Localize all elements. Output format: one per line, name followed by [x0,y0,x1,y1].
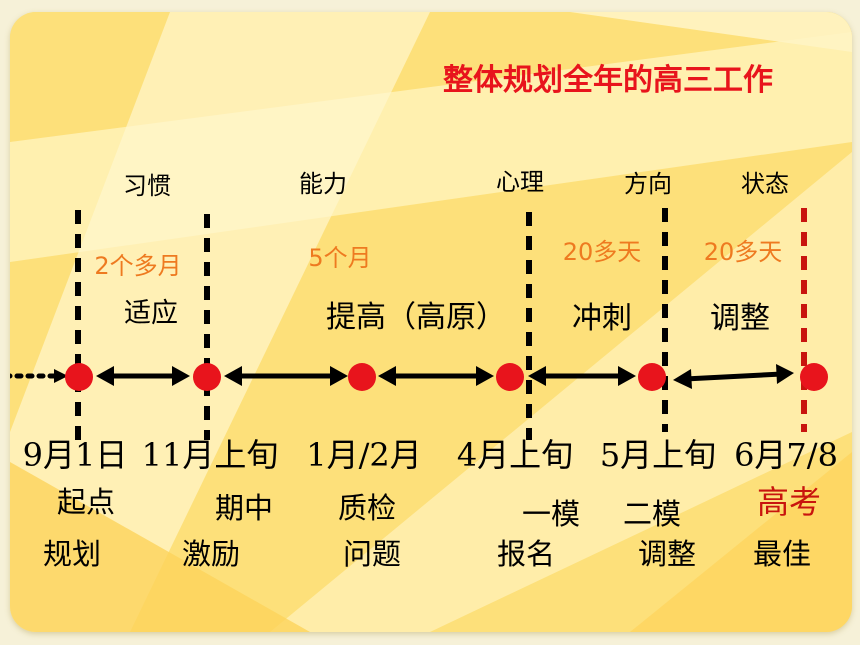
event-label-best: 最佳 [752,537,812,571]
event-label-plan: 规划 [42,537,102,571]
event-label-quality-check: 质检 [337,491,397,525]
duration-label-4: 20多天 [703,238,783,266]
event-label-mock-2: 二模 [622,497,682,531]
stage-label-adjust: 调整 [710,301,770,336]
stage-label-adapt: 适应 [124,298,178,329]
page-title: 整体规划全年的高三工作 [443,63,773,98]
milestone-dot-1 [65,363,93,391]
stage-label-sprint: 冲刺 [572,301,632,336]
event-label-gaokao: 高考 [756,483,822,521]
duration-label-2: 5个月 [308,244,372,272]
date-label-4: 4月上旬 [456,436,574,474]
arrow-4 [528,366,636,386]
event-label-motivate: 激励 [181,537,241,571]
milestone-dot-4 [496,363,524,391]
event-label-start: 起点 [56,485,116,519]
date-label-5: 5月上旬 [599,436,717,474]
milestone-dot-2 [193,363,221,391]
date-label-3: 1月/2月 [306,436,422,474]
milestone-dot-5 [638,363,666,391]
phase-label-ability: 能力 [299,170,347,198]
phase-label-state: 状态 [741,170,789,198]
milestone-dot-3 [348,363,376,391]
phase-label-habit: 习惯 [123,172,171,200]
background-rays [10,12,852,632]
phase-label-direction: 方向 [624,170,672,198]
phase-label-psychology: 心理 [496,168,544,196]
event-label-mock-1: 一模 [521,497,581,531]
timeline-diagram [10,208,828,440]
date-label-1: 9月1日 [22,436,128,474]
event-label-adjustment: 调整 [637,537,697,571]
stage-label-improve: 提高（高原） [326,300,506,335]
event-label-midterm: 期中 [214,491,274,525]
arrow-3 [378,366,494,386]
arrow-1 [96,366,190,386]
milestone-dot-6 [800,363,828,391]
arrow-5 [673,364,794,389]
lead-in-arrowhead [54,369,68,383]
duration-label-3: 20多天 [562,238,642,266]
event-label-registration: 报名 [496,537,556,571]
slide: 整体规划全年的高三工作 [10,12,852,632]
event-label-problems: 问题 [342,537,402,571]
date-label-6: 6月7/8 [734,436,838,474]
duration-label-1: 2个多月 [94,252,182,280]
date-label-2: 11月上旬 [141,436,279,474]
arrow-2 [224,366,348,386]
